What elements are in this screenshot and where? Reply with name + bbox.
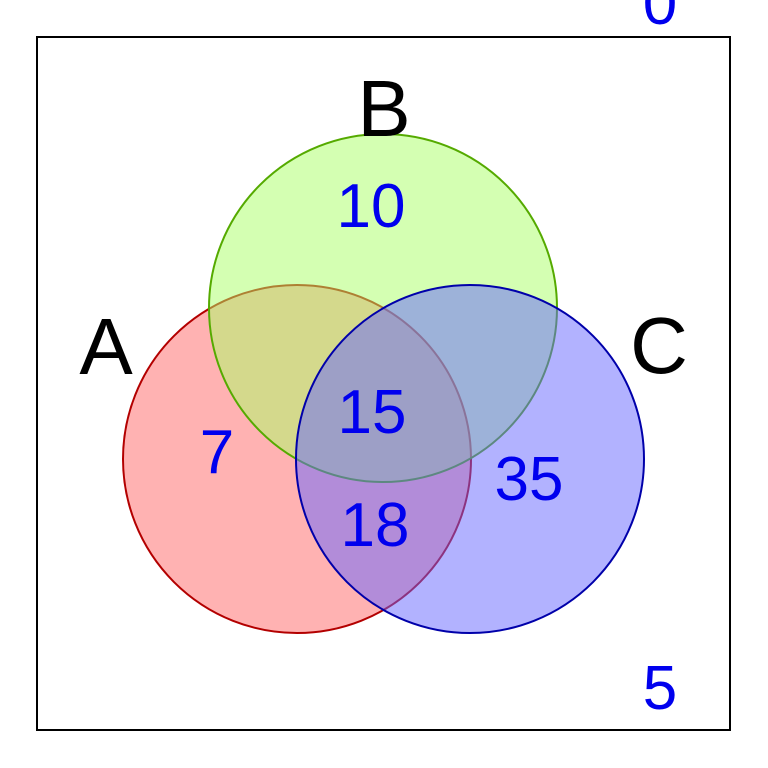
count-ac: 18 (341, 491, 410, 560)
set-c-circle (295, 284, 645, 634)
count-a-only: 7 (200, 418, 234, 487)
set-c-label: C (630, 301, 688, 390)
set-b-label: B (357, 64, 410, 153)
plot-frame (36, 36, 731, 731)
set-a-label: A (79, 302, 133, 391)
count-top-edge: 0 (643, 0, 677, 38)
count-b-only: 10 (337, 172, 406, 241)
count-abc: 15 (338, 378, 407, 447)
count-outside: 5 (643, 654, 677, 723)
count-c-only: 35 (495, 445, 564, 514)
